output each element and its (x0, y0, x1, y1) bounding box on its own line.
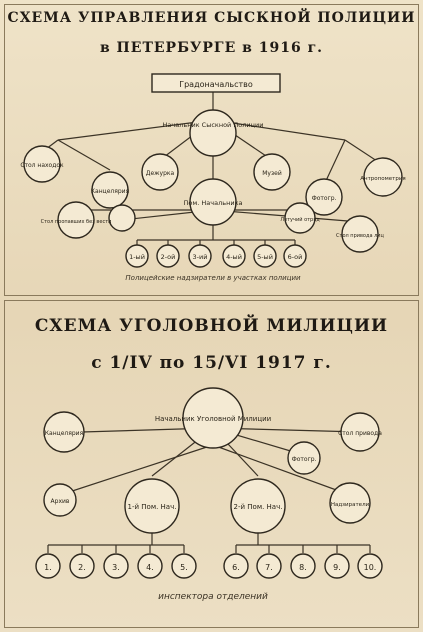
anthropometry-node (363, 157, 403, 197)
lost-found-label: Стол находок (20, 162, 64, 169)
inspector-label: 5. (180, 563, 188, 572)
arrest-table-label: Стол привода (338, 430, 382, 437)
photo-node (305, 178, 343, 216)
bottom-panel (4, 300, 419, 628)
inspector-node (69, 553, 95, 579)
region-label: 5-ый (257, 253, 273, 261)
inspector-label: 9. (333, 563, 341, 572)
small-node (108, 204, 136, 232)
region-label: 1-ый (129, 253, 145, 261)
connector-lines (41, 90, 384, 553)
assistant-2-node (230, 478, 286, 534)
region-node (125, 244, 149, 268)
inspector-node (137, 553, 163, 579)
museum-node (253, 153, 291, 191)
militia-photo-node (287, 441, 321, 475)
region-node (253, 244, 277, 268)
assistant-1-label: 1-й Пом. Нач. (128, 503, 177, 511)
anthropometry-label: Антропометрия (360, 176, 406, 182)
inspector-node (256, 553, 282, 579)
top-caption: Полицейские надзиратели в участках полиц… (125, 274, 301, 282)
region-node (283, 244, 307, 268)
militia-photo-label: Фотогр. (292, 456, 317, 463)
arrest-table-node (340, 412, 380, 452)
assistant-label: Пом. Начальника (184, 199, 243, 207)
inspector-node (324, 553, 350, 579)
archive-node (43, 483, 77, 517)
inspector-node (357, 553, 383, 579)
flying-squad-label: Летучий отряд (280, 216, 320, 223)
region-node (188, 244, 212, 268)
guards-label: Надзиратели (331, 502, 370, 508)
inspector-label: 1. (44, 563, 52, 572)
arrest-desk-label: Стол привода лиц (336, 233, 385, 239)
region-label: 6-ой (288, 253, 303, 261)
inspector-node (171, 553, 197, 579)
inspector-label: 6. (232, 563, 240, 572)
inspector-node (103, 553, 129, 579)
administration-box (151, 73, 281, 93)
assistant-1-node (124, 478, 180, 534)
region-label: 4-ый (226, 253, 242, 261)
inspector-label: 10. (364, 563, 377, 572)
top-title-line1: СХЕМА УПРАВЛЕНИЯ СЫСКНОЙ ПОЛИЦИИ (7, 10, 416, 26)
missing-persons-label: Стол пропавших без вести (41, 219, 112, 225)
archive-label: Архив (51, 498, 70, 505)
militia-chancery-label: Канцелярия (45, 430, 84, 437)
photo-label: Фотогр. (312, 195, 337, 202)
militia-chief-node (182, 387, 244, 449)
duty-node (141, 153, 179, 191)
region-label: 3-ий (193, 253, 208, 261)
arrest-desk-node (341, 215, 379, 253)
bottom-caption: инспектора отделений (158, 592, 268, 602)
guards-node (329, 482, 371, 524)
region-label: 2-ой (161, 253, 176, 261)
missing-persons-node (57, 201, 95, 239)
inspector-label: 7. (265, 563, 273, 572)
administration-label: Градоначальство (179, 80, 253, 89)
inspector-label: 8. (299, 563, 307, 572)
bottom-title-line1: СХЕМА УГОЛОВНОЙ МИЛИЦИИ (34, 316, 389, 336)
assistant-node (189, 178, 237, 226)
assistant-2-label: 2-й Пом. Нач. (234, 503, 283, 511)
duty-label: Дежурка (146, 170, 175, 177)
inspector-label: 3. (112, 563, 120, 572)
lost-found-node (23, 145, 61, 183)
chief-node (189, 109, 237, 157)
flying-squad-node (284, 202, 316, 234)
museum-label: Музей (262, 170, 282, 177)
bottom-title-line2: с 1/IV по 15/VI 1917 г. (91, 353, 332, 373)
inspector-node (290, 553, 316, 579)
region-node (222, 244, 246, 268)
chief-label: Начальник Сыскной Полиции (163, 121, 264, 129)
top-panel (4, 4, 419, 296)
inspector-label: 2. (78, 563, 86, 572)
top-title-line2: в ПЕТЕРБУРГЕ в 1916 г. (99, 40, 324, 56)
chancery-node (91, 171, 129, 209)
militia-chief-label: Начальник Уголовной Милиции (155, 415, 271, 423)
chancery-label: Канцелярия (91, 188, 130, 195)
inspector-node (35, 553, 61, 579)
region-node (156, 244, 180, 268)
inspector-label: 4. (146, 563, 154, 572)
militia-chancery-node (43, 411, 85, 453)
inspector-node (223, 553, 249, 579)
